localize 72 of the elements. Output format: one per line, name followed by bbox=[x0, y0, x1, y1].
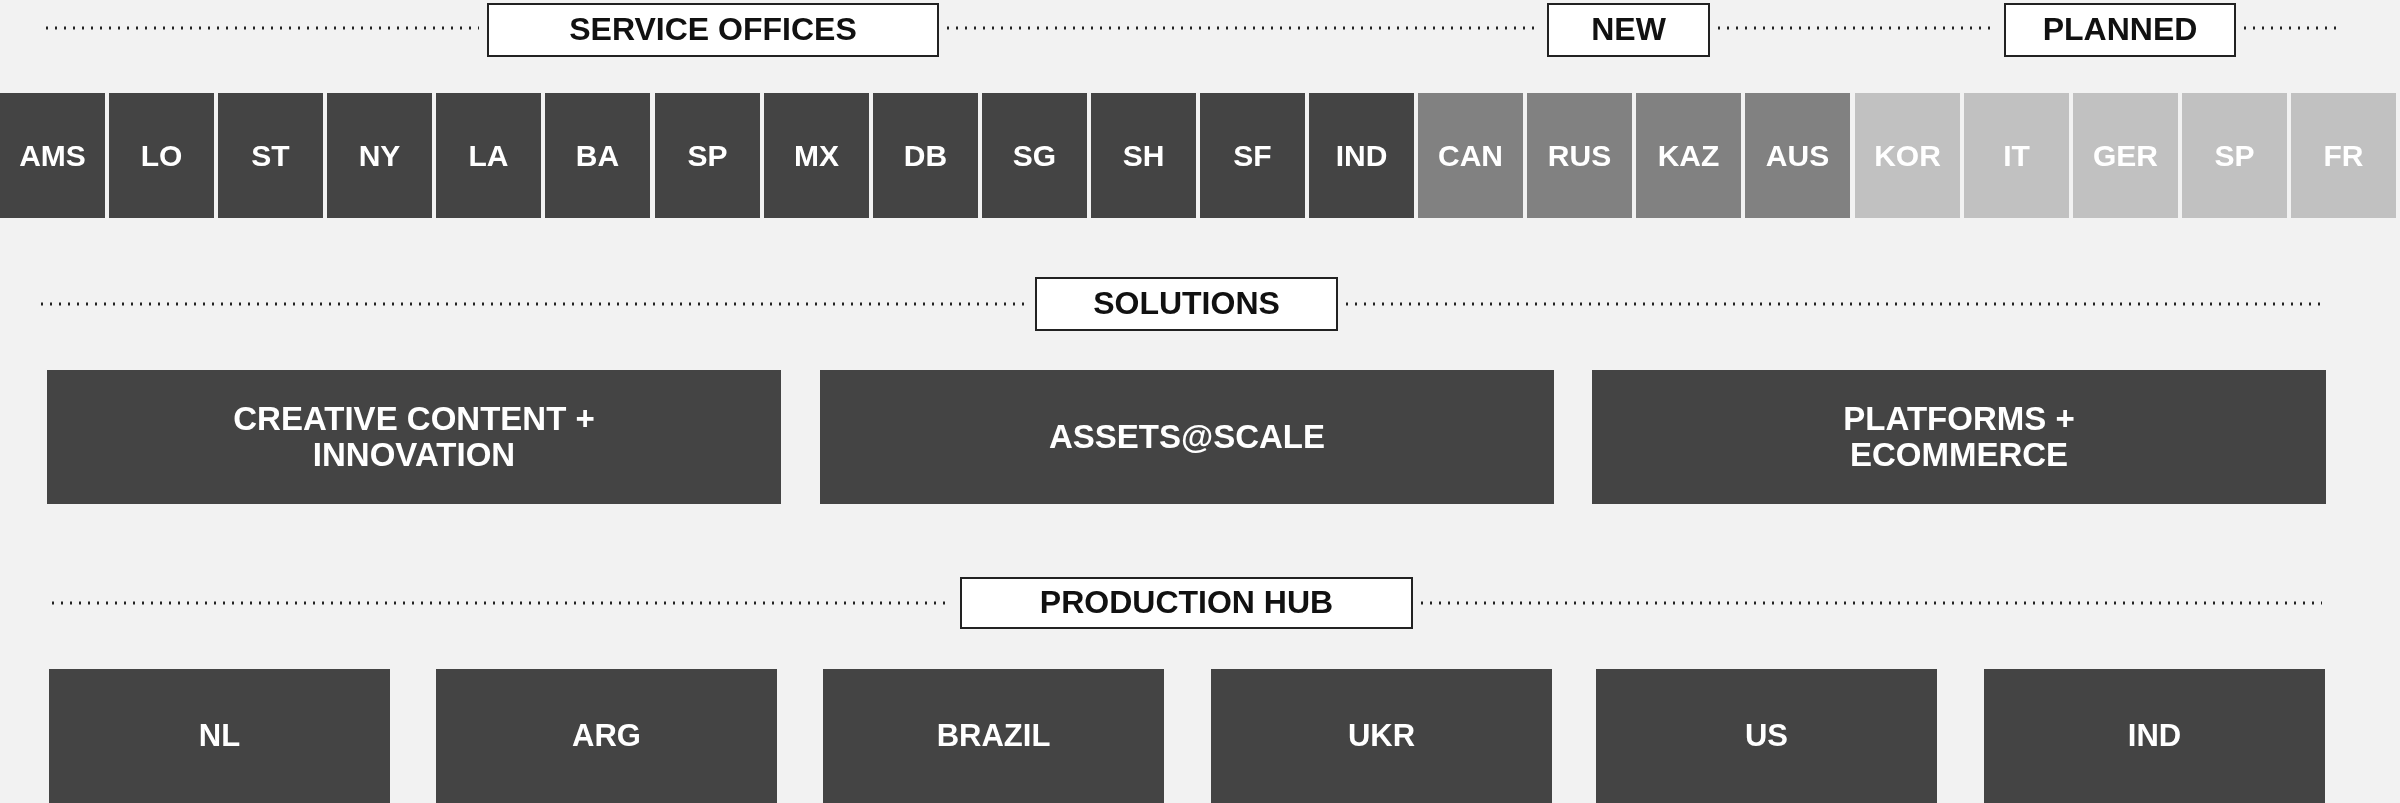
office-tile bbox=[655, 93, 760, 218]
box-label: IND bbox=[1335, 139, 1388, 172]
box-label: RUS bbox=[1547, 139, 1612, 172]
section-title: SOLUTIONS bbox=[1093, 286, 1280, 322]
office-tile bbox=[873, 93, 978, 218]
section-title: PRODUCTION HUB bbox=[1039, 585, 1334, 621]
section-header-box bbox=[1035, 277, 1338, 331]
box-label: ASSETS@SCALE bbox=[1048, 418, 1326, 456]
box-label: KAZ bbox=[1657, 139, 1720, 172]
section-title: SERVICE OFFICES bbox=[569, 12, 857, 48]
box-label: AMS bbox=[19, 139, 86, 172]
hub-box bbox=[1211, 669, 1552, 803]
box-label: MX bbox=[794, 139, 839, 172]
box-label: GER bbox=[2093, 139, 2158, 172]
box-label: DB bbox=[903, 139, 948, 172]
box-label: NL bbox=[198, 718, 241, 754]
box-label: BA bbox=[575, 139, 620, 172]
office-tile bbox=[982, 93, 1087, 218]
office-tile bbox=[1636, 93, 1741, 218]
office-tile bbox=[218, 93, 323, 218]
box-label: CAN bbox=[1438, 139, 1503, 172]
hub-box bbox=[1984, 669, 2325, 803]
office-tile bbox=[1418, 93, 1523, 218]
box-label: SP bbox=[687, 139, 728, 172]
box-label: AUS bbox=[1765, 139, 1830, 172]
box-label: ARG bbox=[572, 718, 641, 754]
office-tile bbox=[327, 93, 432, 218]
office-tile bbox=[1200, 93, 1305, 218]
hub-box bbox=[49, 669, 390, 803]
office-tile bbox=[1091, 93, 1196, 218]
box-label: KOR bbox=[1874, 139, 1941, 172]
office-tile bbox=[1855, 93, 1960, 218]
box-label: ST bbox=[251, 139, 290, 172]
office-tile bbox=[1309, 93, 1414, 218]
box-label: CREATIVE CONTENT + INNOVATION bbox=[232, 400, 596, 474]
section-title: NEW bbox=[1591, 12, 1666, 48]
box-label: NY bbox=[358, 139, 401, 172]
office-tile bbox=[109, 93, 214, 218]
office-tile bbox=[764, 93, 869, 218]
box-label: PLATFORMS + ECOMMERCE bbox=[1842, 400, 2076, 474]
box-label: LO bbox=[140, 139, 183, 172]
box-label: SH bbox=[1122, 139, 1165, 172]
office-tile bbox=[1964, 93, 2069, 218]
box-label: SF bbox=[1233, 139, 1272, 172]
section-header-box bbox=[1547, 3, 1710, 57]
section-title: PLANNED bbox=[2042, 12, 2198, 48]
office-tile bbox=[545, 93, 650, 218]
hub-box bbox=[436, 669, 777, 803]
solution-box bbox=[47, 370, 781, 504]
box-label: US bbox=[1744, 718, 1789, 754]
box-label: SP bbox=[2214, 139, 2255, 172]
box-label: BRAZIL bbox=[936, 718, 1051, 754]
box-label: IND bbox=[2127, 718, 2182, 754]
box-label: LA bbox=[468, 139, 509, 172]
section-header-box bbox=[2004, 3, 2236, 57]
box-label: UKR bbox=[1347, 718, 1416, 754]
hub-box bbox=[1596, 669, 1937, 803]
solution-box bbox=[1592, 370, 2326, 504]
office-tile bbox=[436, 93, 541, 218]
office-tile bbox=[2073, 93, 2178, 218]
office-tile bbox=[1745, 93, 1850, 218]
box-label: IT bbox=[2003, 139, 2030, 172]
hub-box bbox=[823, 669, 1164, 803]
office-tile bbox=[0, 93, 105, 218]
section-header-box bbox=[960, 577, 1413, 629]
box-label: FR bbox=[2323, 139, 2364, 172]
office-tile bbox=[2291, 93, 2396, 218]
office-tile bbox=[1527, 93, 1632, 218]
office-tile bbox=[2182, 93, 2287, 218]
section-header-box bbox=[487, 3, 939, 57]
box-label: SG bbox=[1012, 139, 1057, 172]
solution-box bbox=[820, 370, 1554, 504]
